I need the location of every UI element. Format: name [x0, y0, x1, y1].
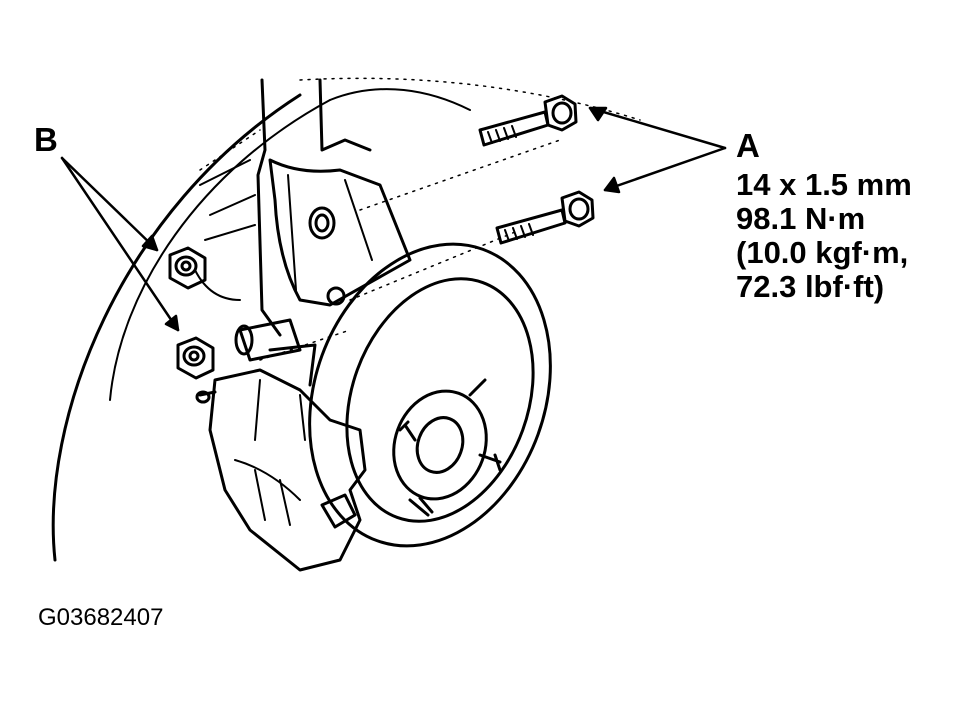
torque-newton-meters: 98.1 N·m [736, 201, 866, 236]
torque-lbf-feet: 72.3 lbf·ft) [736, 269, 885, 304]
bracket-bolt-lower [495, 190, 595, 245]
callout-a-letter: A [736, 127, 760, 164]
callout-b-leaders [60, 156, 180, 332]
callout-b-letter: B [34, 121, 58, 158]
torque-kgf-meters: (10.0 kgf·m, [736, 235, 909, 270]
figure-code: G03682407 [38, 604, 164, 631]
mounting-nut-lower [176, 336, 215, 380]
brake-disc [308, 242, 552, 548]
callout-a-leaders [588, 106, 727, 194]
bolt-size: 14 x 1.5 mm [736, 167, 912, 202]
bracket-bolt-upper [478, 94, 578, 147]
fender-well-outline [51, 88, 471, 562]
bolt-torque-spec: 14 x 1.5 mm 98.1 N·m (10.0 kgf·m, 72.3 l… [736, 168, 912, 304]
brake-caliper [195, 318, 367, 572]
steering-knuckle [194, 78, 412, 337]
mounting-nut-upper [168, 246, 207, 290]
